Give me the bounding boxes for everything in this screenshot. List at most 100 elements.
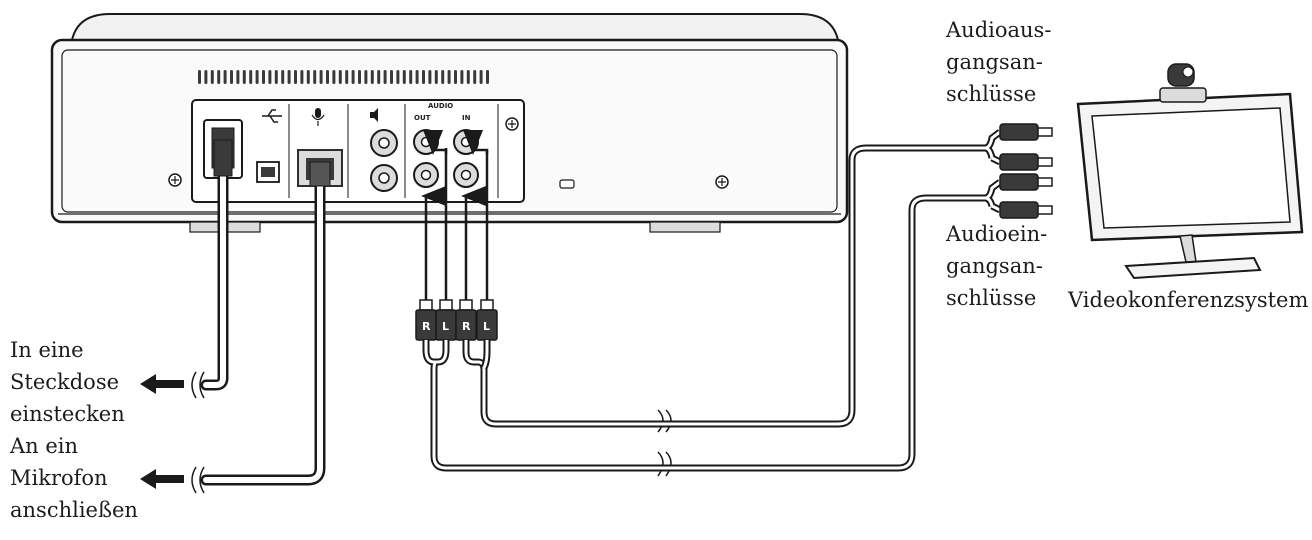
- label-audio-in-line-1: Audioein-: [946, 222, 1048, 246]
- label-audio-out-line-3: schlüsse: [946, 82, 1037, 106]
- label-audio-out-line-1: Audioaus-: [946, 18, 1052, 42]
- usb-icon: [262, 109, 282, 123]
- vent-slot: [370, 70, 374, 84]
- rca-plug-r2: R: [455, 299, 477, 341]
- rca-plug-l2: L: [476, 299, 498, 341]
- vent-slot: [268, 70, 272, 84]
- vent-slot: [326, 70, 329, 84]
- vent-slot: [332, 70, 336, 84]
- vent-slot: [300, 70, 304, 84]
- usb-port: [256, 161, 280, 183]
- label-power: In eine Steckdose einstecken: [10, 334, 125, 430]
- vent-slot: [262, 70, 265, 84]
- system-plug-in-1: [999, 173, 1053, 191]
- label-power-line-2: Steckdose: [10, 370, 120, 394]
- vent-slot: [364, 70, 368, 84]
- vent-slot: [338, 70, 342, 84]
- vent-slot: [447, 70, 451, 84]
- vent-slot: [345, 70, 349, 84]
- vent-slot: [422, 70, 425, 84]
- vent-slot: [473, 70, 477, 84]
- system-plug-out-2: [999, 153, 1053, 171]
- vent-slot: [210, 70, 214, 84]
- vent-slot: [402, 70, 406, 84]
- label-mic-line-2: Mikrofon: [10, 466, 108, 490]
- vent-slot: [319, 70, 323, 84]
- vent-slot: [242, 70, 246, 84]
- speakerphone-device: AUDIO OUT IN: [50, 13, 849, 233]
- label-mic-line-1: An ein: [10, 434, 79, 458]
- vent-slot: [434, 70, 438, 84]
- webcam-icon: [1159, 63, 1207, 103]
- vent-slot: [287, 70, 291, 84]
- label-audio-in-line-2: gangsan-: [946, 254, 1043, 278]
- label-power-line-1: In eine: [10, 338, 84, 362]
- system-plug-in-2: [999, 201, 1053, 219]
- plug-label-r1: R: [422, 320, 431, 333]
- vent-slot: [351, 70, 355, 84]
- vent-slot: [486, 70, 489, 84]
- security-slot: [559, 179, 575, 189]
- rca-plugs: R L R L: [415, 299, 498, 341]
- vent-slot: [230, 70, 233, 84]
- rca-cables: [421, 130, 489, 305]
- vent-slot: [409, 70, 413, 84]
- plug-label-l1: L: [442, 320, 449, 333]
- label-mic: An ein Mikrofon anschließen: [10, 430, 138, 526]
- vent-slot: [415, 70, 419, 84]
- label-audio-in: Audioein- gangsan- schlüsse: [946, 218, 1047, 314]
- vent-slot: [223, 70, 227, 84]
- cable-to-audio-out: [462, 129, 1003, 428]
- vent-slot: [460, 70, 464, 84]
- screw-left: [168, 173, 182, 187]
- video-conference-monitor: [1076, 63, 1304, 280]
- mic-icon: [311, 108, 325, 126]
- vent-slot: [441, 70, 445, 84]
- speaker-out-jacks: [370, 129, 398, 192]
- label-audio-out: Audioaus- gangsan- schlüsse: [946, 14, 1051, 110]
- rca-plug-r1: R: [415, 299, 437, 341]
- vent-slot: [255, 70, 259, 84]
- panel-label-out: OUT: [414, 114, 431, 122]
- arrow-power: [140, 374, 184, 394]
- panel-label-in: IN: [462, 114, 471, 122]
- vent-slot: [249, 70, 253, 84]
- vent-grille: [198, 70, 489, 84]
- vent-slot: [358, 70, 361, 84]
- vent-slot: [466, 70, 470, 84]
- vent-slot: [274, 70, 278, 84]
- rca-plug-l1: L: [435, 299, 457, 341]
- label-audio-out-line-2: gangsan-: [946, 50, 1043, 74]
- plug-label-l2: L: [483, 320, 490, 333]
- speaker-out-icon: [370, 108, 378, 122]
- panel-label-audio: AUDIO: [428, 102, 453, 110]
- vent-slot: [479, 70, 483, 84]
- vent-slot: [454, 70, 457, 84]
- vent-slot: [383, 70, 387, 84]
- arrow-mic: [140, 469, 184, 489]
- vent-slot: [294, 70, 297, 84]
- vent-slot: [217, 70, 221, 84]
- plug-label-r2: R: [462, 320, 471, 333]
- label-audio-in-line-3: schlüsse: [946, 286, 1037, 310]
- vent-slot: [198, 70, 201, 84]
- system-rca-plugs: [999, 123, 1053, 219]
- cable-to-audio-in: [422, 179, 1003, 472]
- system-plug-out-1: [999, 123, 1053, 141]
- vent-slot: [204, 70, 208, 84]
- mic-cable: [200, 161, 331, 486]
- label-mic-line-3: anschließen: [10, 498, 138, 522]
- vent-slot: [377, 70, 381, 84]
- vent-slot: [428, 70, 432, 84]
- label-power-line-3: einstecken: [10, 402, 125, 426]
- vent-slot: [236, 70, 240, 84]
- screw-right: [715, 175, 729, 189]
- vent-slot: [306, 70, 310, 84]
- screw-panel: [505, 117, 519, 131]
- vent-slot: [390, 70, 393, 84]
- power-cable: [200, 139, 233, 391]
- vent-slot: [396, 70, 400, 84]
- vent-slot: [281, 70, 285, 84]
